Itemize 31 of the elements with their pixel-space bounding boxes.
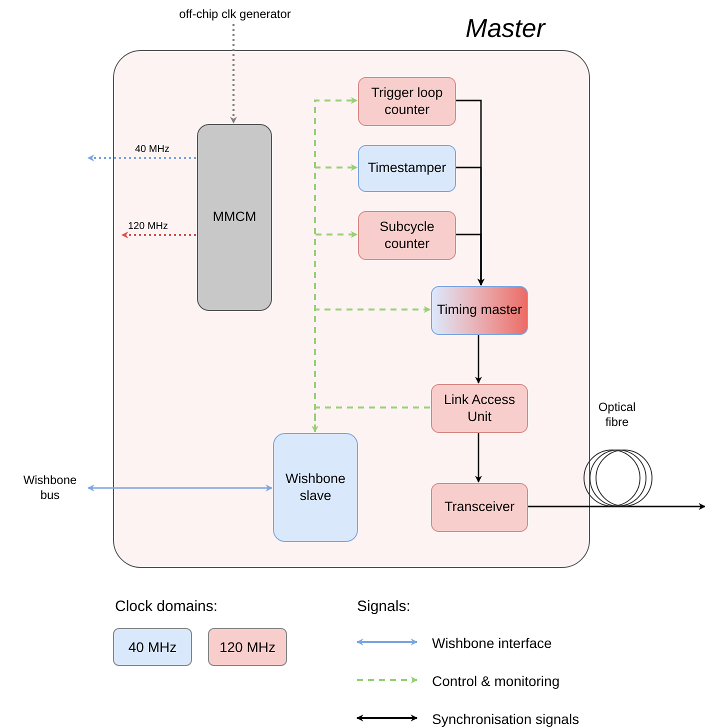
legend-text: Control & monitoring: [432, 672, 560, 691]
legend-swatch: 120 MHz: [208, 628, 287, 666]
legend-swatch: 40 MHz: [113, 628, 192, 666]
arrow: [312, 406, 430, 433]
slave-box: Wishbone slave: [273, 433, 358, 542]
arrow: [475, 432, 482, 483]
arrow: [87, 484, 273, 492]
arrow: [455, 234, 484, 286]
edge-label: 40 MHz: [135, 143, 170, 157]
counter-box: Subcycle counter: [358, 211, 456, 260]
legend-heading: Clock domains:: [115, 597, 218, 617]
arrow: [314, 306, 431, 432]
arrow: [121, 232, 196, 238]
arrow: [87, 154, 196, 162]
fibre-label: Optical fibre: [597, 400, 637, 430]
counter-box: Trigger loop counter: [358, 77, 456, 126]
legend-heading: Signals:: [357, 597, 410, 617]
edge-label: 120 MHz: [128, 220, 168, 234]
panel-heading: Master: [466, 12, 545, 45]
transceiver-box: Transceiver: [431, 483, 528, 532]
arrow: [475, 334, 482, 384]
arrow: [230, 24, 237, 124]
link-access-box: Link Access Unit: [431, 384, 528, 433]
arrow: [527, 503, 705, 510]
clock-manager-box: MMCM: [197, 124, 272, 311]
legend-text: Synchronisation signals: [432, 710, 580, 728]
node-text: Wishbone bus: [12, 470, 88, 506]
timestamper-box: Timestamper: [358, 145, 456, 192]
legend-text: Wishbone interface: [432, 634, 552, 653]
node-text: off-chip clk generator: [140, 4, 330, 24]
timing-master-box: Timing master: [431, 286, 528, 335]
